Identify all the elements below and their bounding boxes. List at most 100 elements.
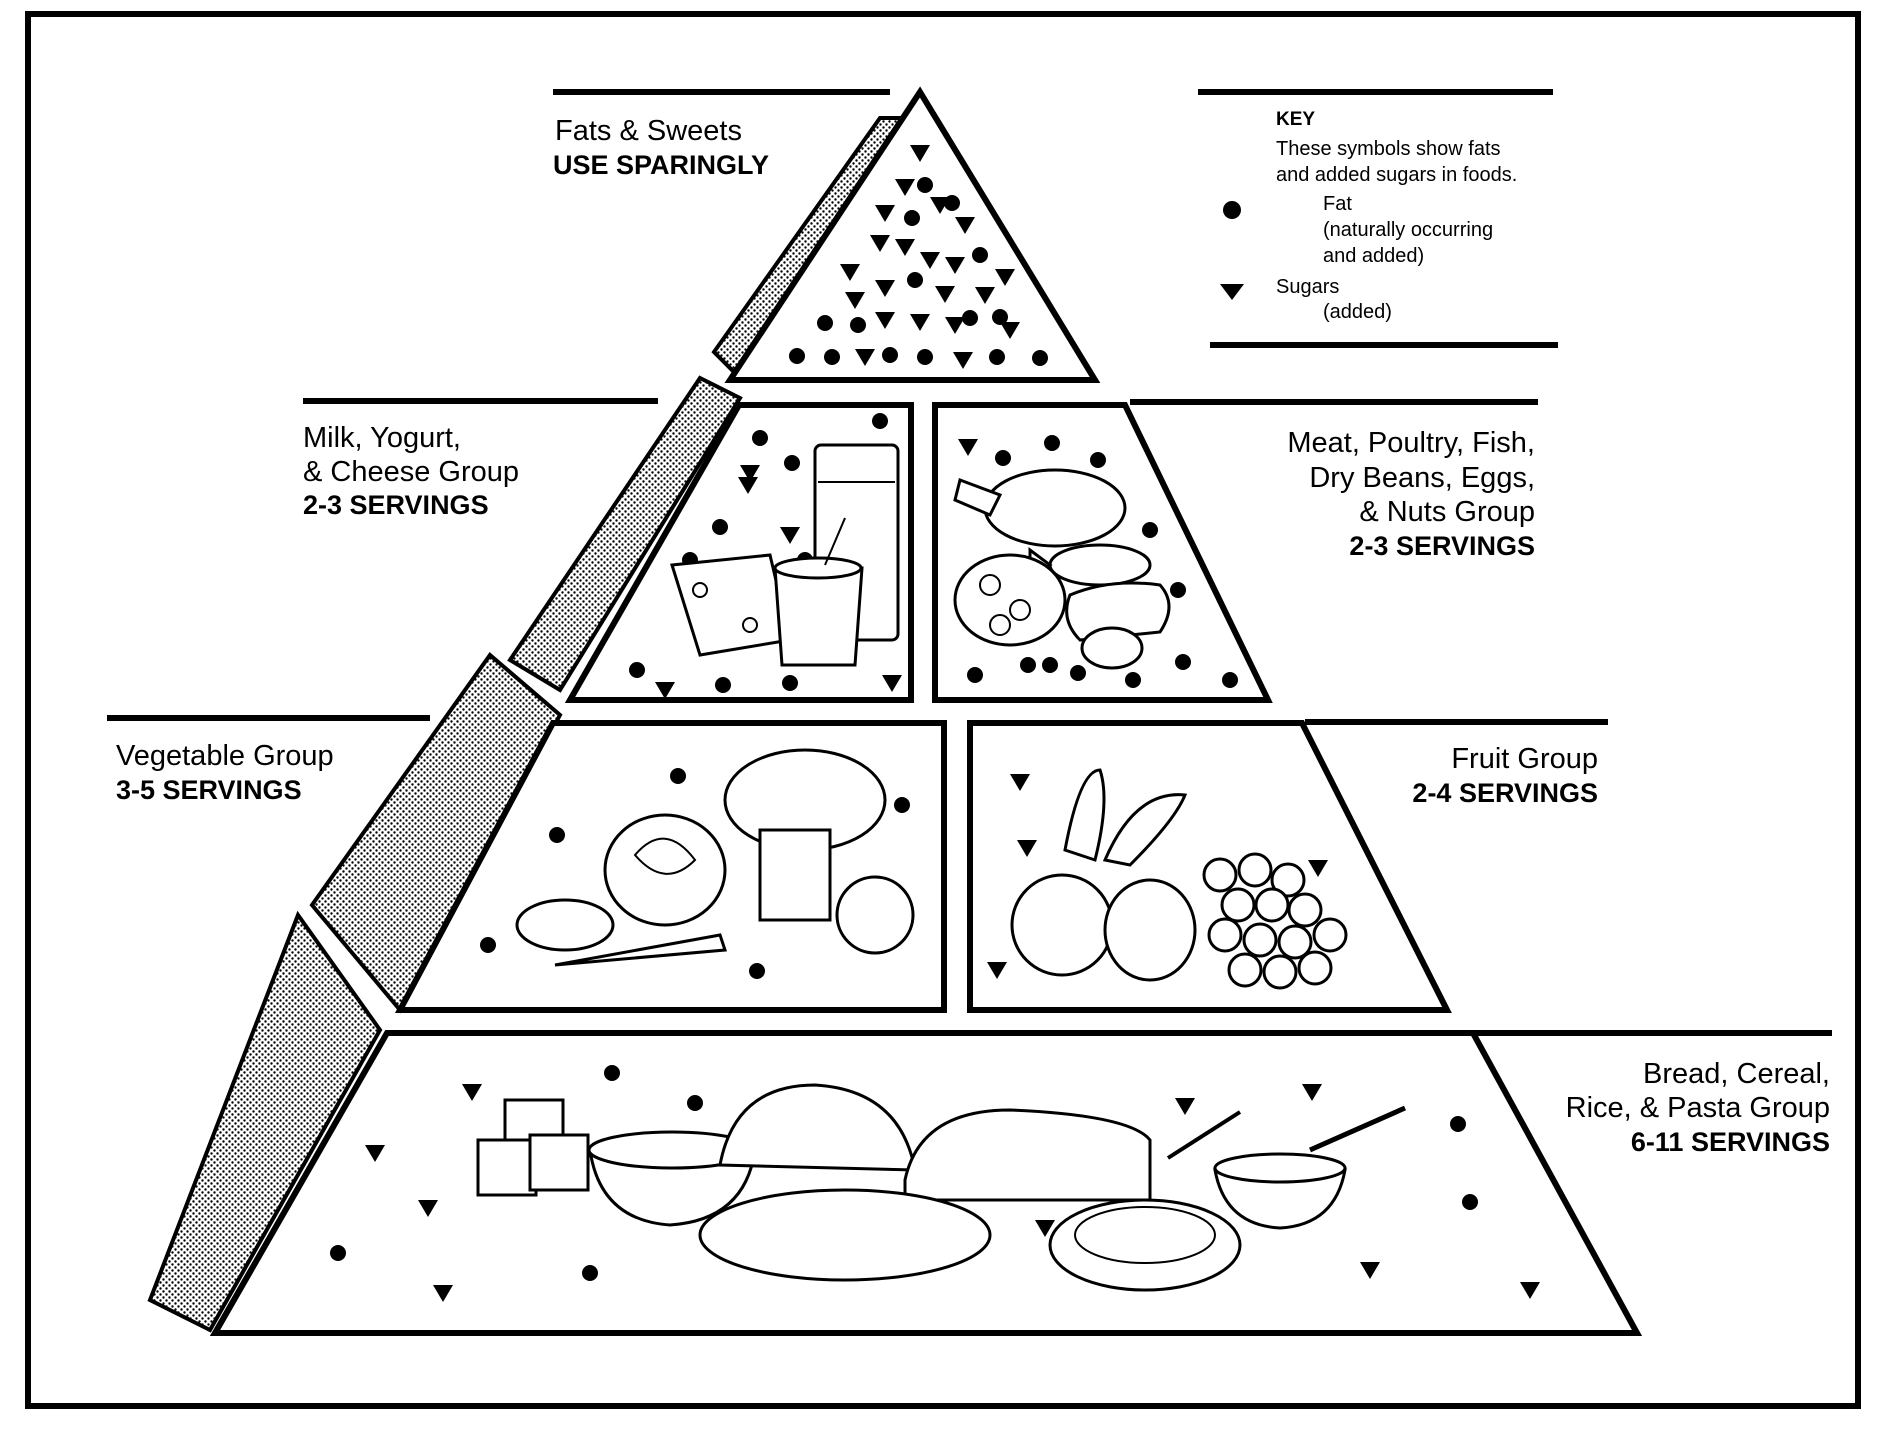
- key-sugar-label: Sugars: [1276, 276, 1339, 298]
- tomato-icon: [835, 875, 915, 955]
- fat-circle-icon: [687, 1095, 703, 1111]
- fat-circle-icon: [784, 455, 800, 471]
- sugar-triangle-icon: [1017, 840, 1037, 857]
- fat-circle-icon: [480, 937, 496, 953]
- sugar-triangle-icon: [995, 269, 1015, 286]
- sugar-triangle-icon: [870, 235, 890, 252]
- sugar-triangle-icon: [845, 292, 865, 309]
- sugar-triangle-icon: [433, 1285, 453, 1302]
- sugar-triangle-icon: [910, 145, 930, 162]
- fat-circle-icon: [872, 413, 888, 429]
- sugar-triangle-icon: [945, 257, 965, 274]
- carrot-icon: [554, 933, 728, 967]
- sugar-triangle-icon: [953, 352, 973, 369]
- fruit-name: Fruit Group: [1451, 743, 1598, 775]
- key-fat-label: Fat: [1323, 193, 1352, 215]
- fat-circle-icon: [604, 1065, 620, 1081]
- sugar-triangle-icon: [945, 317, 965, 334]
- yogurt-cup-icon: [773, 566, 864, 667]
- bread-illustration: [476, 1083, 1407, 1292]
- bread-symbols: [330, 1065, 1540, 1302]
- meat-name-line3: & Nuts Group: [1359, 496, 1535, 528]
- side-face-base: [147, 910, 383, 1333]
- sugar-triangle-icon: [895, 239, 915, 256]
- fat-circle-icon: [1044, 435, 1060, 451]
- bread-name-line2: Rice, & Pasta Group: [1566, 1092, 1830, 1124]
- fat-circle-icon: [782, 675, 798, 691]
- apple-icon: [1103, 878, 1197, 982]
- fat-circle-icon: [549, 827, 565, 843]
- fat-circle-icon: [917, 177, 933, 193]
- vegetable-name: Vegetable Group: [116, 740, 334, 772]
- fat-circle-icon: [1450, 1116, 1466, 1132]
- sugar-triangle-icon: [1000, 322, 1020, 339]
- fat-circle-icon: [752, 430, 768, 446]
- meat-servings: 2-3 SERVINGS: [1349, 531, 1535, 561]
- sugar-triangle-icon: [875, 312, 895, 329]
- fat-circle-icon: [670, 768, 686, 784]
- key-sugar-note: (added): [1323, 301, 1392, 323]
- side-face-tier2: [507, 375, 743, 693]
- sugar-triangle-icon: [1308, 860, 1328, 877]
- milk-name-line2: & Cheese Group: [303, 456, 519, 488]
- potato-icon: [515, 898, 615, 952]
- milk-servings: 2-3 SERVINGS: [303, 490, 489, 520]
- key-fat-circle-icon: [1223, 201, 1241, 219]
- fat-circle-icon: [824, 349, 840, 365]
- fat-circle-icon: [989, 349, 1005, 365]
- fat-circle-icon: [850, 317, 866, 333]
- fat-circle-icon: [749, 963, 765, 979]
- key-intro-line2: and added sugars in foods.: [1276, 164, 1517, 186]
- sugar-triangle-icon: [1520, 1282, 1540, 1299]
- sugar-triangle-icon: [958, 439, 978, 456]
- fat-circle-icon: [907, 272, 923, 288]
- fat-circle-icon: [962, 310, 978, 326]
- key-intro-line1: These symbols show fats: [1276, 138, 1501, 160]
- fat-circle-icon: [582, 1265, 598, 1281]
- fat-circle-icon: [712, 519, 728, 535]
- tier-fats-sweets: [724, 86, 1101, 383]
- sugar-triangle-icon: [655, 682, 675, 699]
- key-title: KEY: [1276, 109, 1315, 130]
- fat-circle-icon: [330, 1245, 346, 1261]
- meat-illustration: [953, 468, 1171, 670]
- fruit-servings: 2-4 SERVINGS: [1412, 778, 1598, 808]
- fat-circle-icon: [1032, 350, 1048, 366]
- orange-icon: [1010, 873, 1114, 977]
- sugar-triangle-icon: [1360, 1262, 1380, 1279]
- vegetable-illustration: [515, 748, 915, 967]
- egg-icon: [1080, 626, 1144, 670]
- sugar-triangle-icon: [930, 197, 950, 214]
- key-fat-note-line2: and added): [1323, 245, 1424, 267]
- fat-circle-icon: [894, 797, 910, 813]
- key-sugar-triangle-icon: [1220, 284, 1244, 300]
- milk-illustration: [670, 443, 900, 667]
- pasta-plate-icon: [1048, 1198, 1242, 1292]
- fat-circle-icon: [817, 315, 833, 331]
- meat-name-line1: Meat, Poultry, Fish,: [1287, 427, 1535, 459]
- cereal-bowl-icon: [588, 1148, 757, 1227]
- fat-circle-icon: [1170, 582, 1186, 598]
- crackers-icon: [476, 1098, 590, 1197]
- sugar-triangle-icon: [1010, 774, 1030, 791]
- sugar-triangle-icon: [955, 217, 975, 234]
- cabbage-icon: [603, 813, 727, 927]
- vegetable-symbols: [480, 768, 910, 979]
- bread-loaf-icon: [718, 1083, 917, 1172]
- grapes-icon: [1202, 852, 1348, 990]
- sugar-triangle-icon: [975, 287, 995, 304]
- fat-circle-icon: [917, 349, 933, 365]
- steak-icon: [1065, 581, 1171, 642]
- sugar-triangle-icon: [418, 1200, 438, 1217]
- milk-name-line1: Milk, Yogurt,: [303, 422, 461, 454]
- sugar-triangle-icon: [935, 286, 955, 303]
- sugar-triangle-icon: [882, 675, 902, 692]
- fat-circle-icon: [992, 309, 1008, 325]
- fat-circle-icon: [789, 348, 805, 364]
- fat-circle-icon: [995, 450, 1011, 466]
- fish-icon: [1048, 543, 1152, 587]
- tip-symbols: [789, 145, 1048, 369]
- bread-name-line1: Bread, Cereal,: [1643, 1058, 1830, 1090]
- sugar-triangle-icon: [738, 477, 758, 494]
